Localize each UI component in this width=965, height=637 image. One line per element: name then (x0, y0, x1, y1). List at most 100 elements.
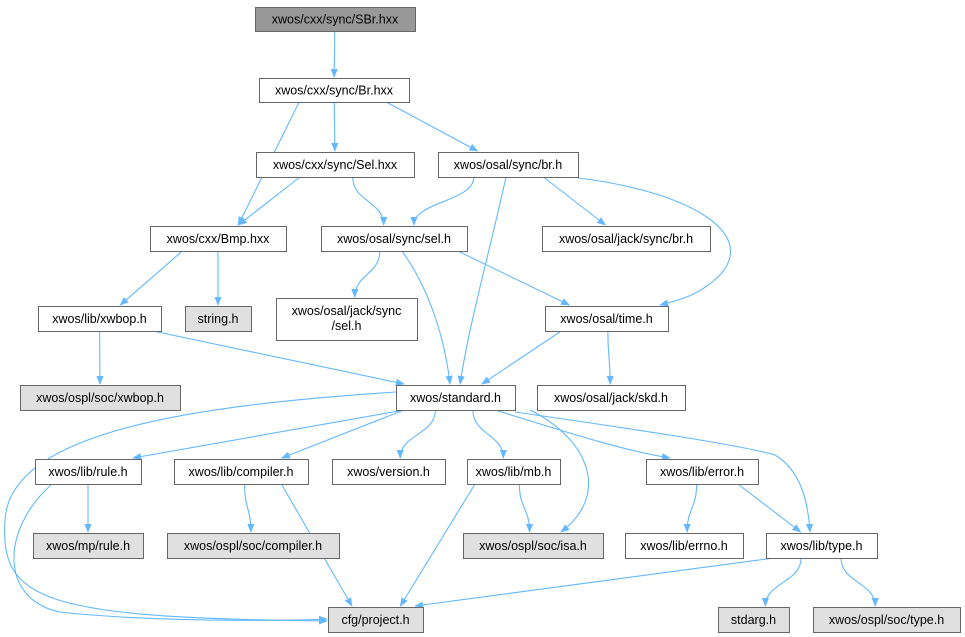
node-box (321, 226, 468, 252)
edge-osalbr-to-osalsel (410, 176, 475, 226)
edge-mb-to-project (399, 483, 476, 607)
node-box (20, 385, 181, 411)
node-label: xwos/cxx/sync/Br.hxx (275, 84, 394, 98)
node-label: xwos/osal/jack/skd.h (554, 391, 668, 405)
node-sbr[interactable]: xwos/cxx/sync/SBr.hxx (255, 7, 416, 32)
edge-type-to-soctype (840, 557, 879, 607)
node-box (259, 78, 410, 103)
node-project: cfg/project.h (328, 607, 424, 633)
node-socisa: xwos/ospl/soc/isa.h (463, 533, 604, 559)
node-box (256, 152, 415, 178)
node-label: xwos/standard.h (410, 391, 501, 405)
edge-error-to-type (737, 483, 802, 533)
edge-type-to-project (414, 557, 775, 609)
edge-osalsel-to-time (457, 250, 571, 306)
node-type[interactable]: xwos/lib/type.h (766, 533, 878, 559)
node-xwbop[interactable]: xwos/lib/xwbop.h (38, 306, 162, 332)
node-jacksel[interactable]: xwos/osal/jack/sync/sel.h (276, 298, 418, 341)
node-box (766, 533, 878, 559)
node-box (438, 152, 579, 178)
edge-osalbr-to-jackbr (543, 176, 607, 226)
edge-standard-to-project (4, 391, 397, 625)
edge-type-to-stdarg (761, 557, 802, 607)
node-label: xwos/osal/sync/br.h (454, 158, 562, 172)
node-osalsel[interactable]: xwos/osal/sync/sel.h (321, 226, 468, 252)
node-label: xwos/mp/rule.h (46, 539, 130, 553)
node-error[interactable]: xwos/lib/error.h (646, 459, 759, 485)
node-label: xwos/ospl/soc/isa.h (479, 539, 587, 553)
node-bmp[interactable]: xwos/cxx/Bmp.hxx (150, 226, 287, 252)
edge-bmp-to-xwbop (119, 250, 183, 306)
edge-time-to-skd (606, 330, 614, 385)
node-label: xwos/lib/error.h (660, 465, 744, 479)
node-label: xwos/lib/mb.h (476, 465, 552, 479)
node-soccompiler: xwos/ospl/soc/compiler.h (167, 533, 340, 559)
node-box (813, 607, 961, 633)
node-box (718, 607, 790, 633)
node-stdarg: stdarg.h (718, 607, 790, 633)
edge-osalbr-to-time (577, 177, 732, 307)
edge-rule-to-project (13, 483, 328, 623)
node-label: cfg/project.h (341, 613, 409, 627)
node-label: xwos/ospl/soc/xwbop.h (36, 391, 164, 405)
node-sel[interactable]: xwos/cxx/sync/Sel.hxx (256, 152, 415, 178)
node-label: xwos/osal/jack/sync (292, 304, 402, 318)
node-box (542, 226, 711, 252)
edge-osalsel-to-jacksel (351, 250, 381, 298)
node-rule[interactable]: xwos/lib/rule.h (35, 459, 142, 485)
node-label: /sel.h (332, 319, 362, 333)
node-version[interactable]: xwos/version.h (332, 459, 446, 485)
node-jackbr[interactable]: xwos/osal/jack/sync/br.h (542, 226, 711, 252)
node-box (174, 459, 309, 485)
edge-error-to-errno (683, 483, 698, 533)
node-box (625, 533, 744, 559)
edge-br-to-osalbr (385, 101, 479, 152)
node-label: xwos/osal/jack/sync/br.h (559, 232, 693, 246)
node-label: xwos/lib/errno.h (640, 539, 728, 553)
node-standard[interactable]: xwos/standard.h (396, 385, 516, 411)
node-br[interactable]: xwos/cxx/sync/Br.hxx (259, 78, 410, 103)
node-soctype: xwos/ospl/soc/type.h (813, 607, 961, 633)
edge-standard-to-socisa (529, 409, 589, 533)
node-box (537, 385, 686, 411)
node-box (38, 306, 162, 332)
node-label: xwos/version.h (347, 465, 430, 479)
node-box (396, 385, 516, 411)
node-mb[interactable]: xwos/lib/mb.h (467, 459, 561, 485)
node-label: xwos/lib/compiler.h (189, 465, 294, 479)
node-box (255, 7, 416, 32)
node-box (332, 459, 446, 485)
edge-time-to-standard (481, 330, 562, 385)
node-box (150, 226, 287, 252)
node-osalbr[interactable]: xwos/osal/sync/br.h (438, 152, 579, 178)
edge-standard-to-mb (472, 409, 507, 459)
edge-sbr-to-br (330, 30, 338, 78)
node-box (646, 459, 759, 485)
node-box (167, 533, 340, 559)
node-skd[interactable]: xwos/osal/jack/skd.h (537, 385, 686, 411)
node-box (328, 607, 424, 633)
edge-standard-to-type (514, 411, 814, 533)
node-compiler[interactable]: xwos/lib/compiler.h (174, 459, 309, 485)
node-socxwbop: xwos/ospl/soc/xwbop.h (20, 385, 181, 411)
node-errno[interactable]: xwos/lib/errno.h (625, 533, 744, 559)
node-label: xwos/lib/type.h (781, 539, 863, 553)
edge-mb-to-socisa (518, 483, 534, 533)
node-box (467, 459, 561, 485)
node-box (33, 533, 144, 559)
node-time[interactable]: xwos/osal/time.h (545, 306, 669, 332)
node-label: xwos/osal/time.h (560, 312, 652, 326)
edge-standard-to-error (494, 409, 671, 461)
node-label: stdarg.h (731, 613, 776, 627)
edge-sel-to-bmp (237, 176, 301, 226)
node-label: xwos/osal/sync/sel.h (337, 232, 451, 246)
node-box (185, 306, 252, 332)
node-box (463, 533, 604, 559)
node-box (276, 298, 418, 341)
edge-osalbr-to-standard (457, 176, 507, 385)
node-label: string.h (198, 312, 239, 326)
edge-compiler-to-soccompiler (244, 483, 255, 533)
edge-osalsel-to-standard (401, 250, 453, 385)
node-label: xwos/ospl/soc/compiler.h (184, 539, 322, 553)
